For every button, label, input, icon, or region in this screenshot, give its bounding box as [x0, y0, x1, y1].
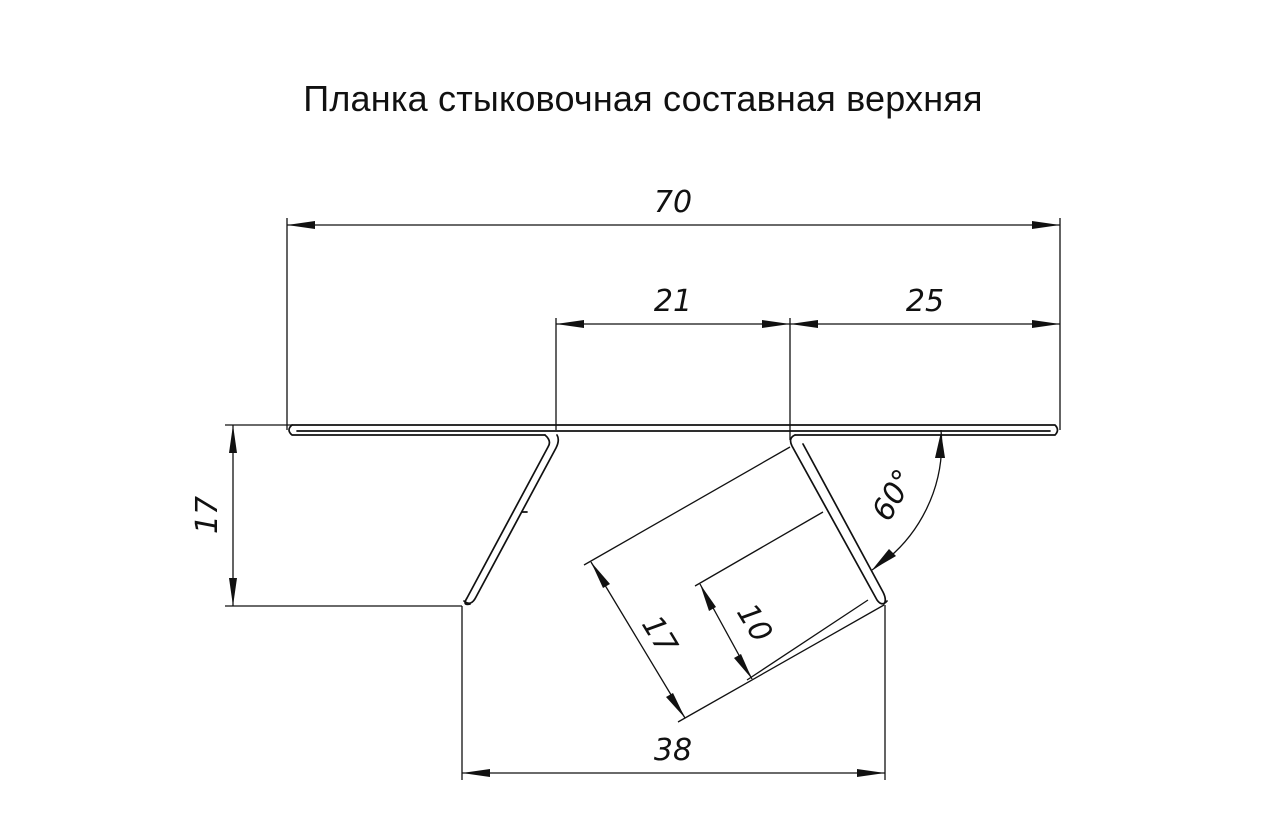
- dim-label-21: 21: [654, 284, 692, 319]
- dim-label-70: 70: [654, 185, 692, 220]
- drawing-title: Планка стыковочная составная верхняя: [303, 78, 983, 119]
- dimension-25: 25: [790, 284, 1060, 328]
- dimension-38: 38: [461, 605, 886, 780]
- dimension-17-slanted: 17: [583, 446, 885, 723]
- profile-outline: [288, 424, 1059, 606]
- dim-label-38: 38: [654, 733, 692, 768]
- dim-label-17-left: 17: [190, 496, 225, 534]
- dimension-21: 21: [555, 284, 791, 440]
- dim-label-17-slanted: 17: [634, 610, 684, 661]
- dimension-17-left: 17: [190, 424, 462, 607]
- dimension-angle-60: 60°: [865, 429, 945, 571]
- dim-label-10: 10: [729, 598, 779, 649]
- dim-label-angle: 60°: [865, 463, 922, 527]
- dim-label-25: 25: [906, 284, 944, 319]
